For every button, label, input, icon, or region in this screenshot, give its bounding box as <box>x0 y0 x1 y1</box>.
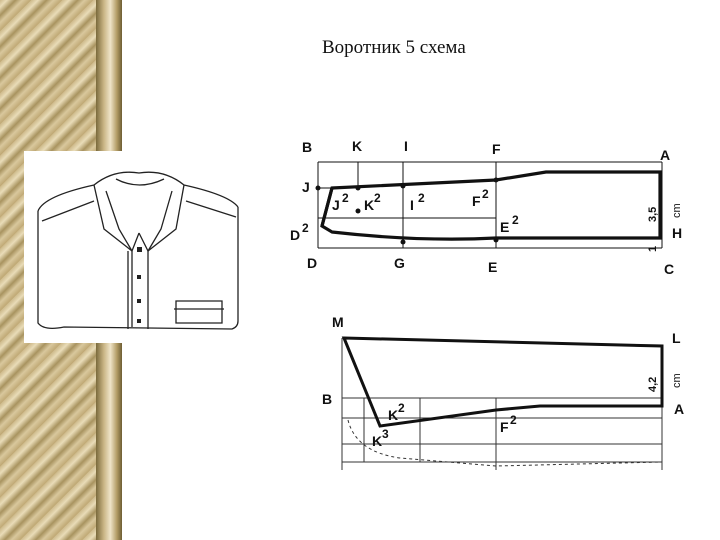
label-I2: I <box>410 197 414 213</box>
label-unit-cm-top: cm <box>671 203 683 218</box>
label-F2-bottom-sup: 2 <box>510 413 517 427</box>
label-C: C <box>664 261 674 277</box>
label-G: G <box>394 255 405 271</box>
label-dim-3-5: 3,5 <box>647 207 659 222</box>
label-D2: D <box>290 227 300 243</box>
label-K3: K <box>372 433 382 449</box>
label-L: L <box>672 330 681 346</box>
label-D: D <box>307 255 317 271</box>
label-F2: F <box>472 193 481 209</box>
label-one: 1 <box>647 246 659 252</box>
shirt-illustration <box>24 151 267 343</box>
label-B-top: B <box>302 139 312 155</box>
label-E2-sup: 2 <box>512 213 519 227</box>
label-K2-bottom-sup: 2 <box>398 401 405 415</box>
label-K: K <box>352 138 362 154</box>
shirt-drawing <box>37 171 239 330</box>
label-F2-sup: 2 <box>482 187 489 201</box>
label-K2: K <box>364 197 374 213</box>
label-A-top: A <box>660 147 670 163</box>
slide-title: Воротник 5 схема <box>322 37 466 58</box>
label-J2-sup: 2 <box>342 191 349 205</box>
label-A-bottom: A <box>674 401 684 417</box>
label-H: H <box>672 225 682 241</box>
label-E: E <box>488 259 497 275</box>
label-K3-sup: 3 <box>382 427 389 441</box>
label-F: F <box>492 141 501 157</box>
label-F2-bottom: F <box>500 419 509 435</box>
label-dim-4-2: 4,2 <box>647 377 659 392</box>
label-I2-sup: 2 <box>418 191 425 205</box>
label-K2-sup: 2 <box>374 191 381 205</box>
label-J: J <box>302 179 310 195</box>
label-B-bottom: B <box>322 391 332 407</box>
label-E2: E <box>500 219 509 235</box>
label-M: M <box>332 314 344 330</box>
label-unit-cm-bottom: cm <box>671 373 683 388</box>
label-K2-bottom: K <box>388 407 398 423</box>
label-D2-sup: 2 <box>302 221 309 235</box>
label-I: I <box>404 138 408 154</box>
label-J2: J <box>332 197 340 213</box>
